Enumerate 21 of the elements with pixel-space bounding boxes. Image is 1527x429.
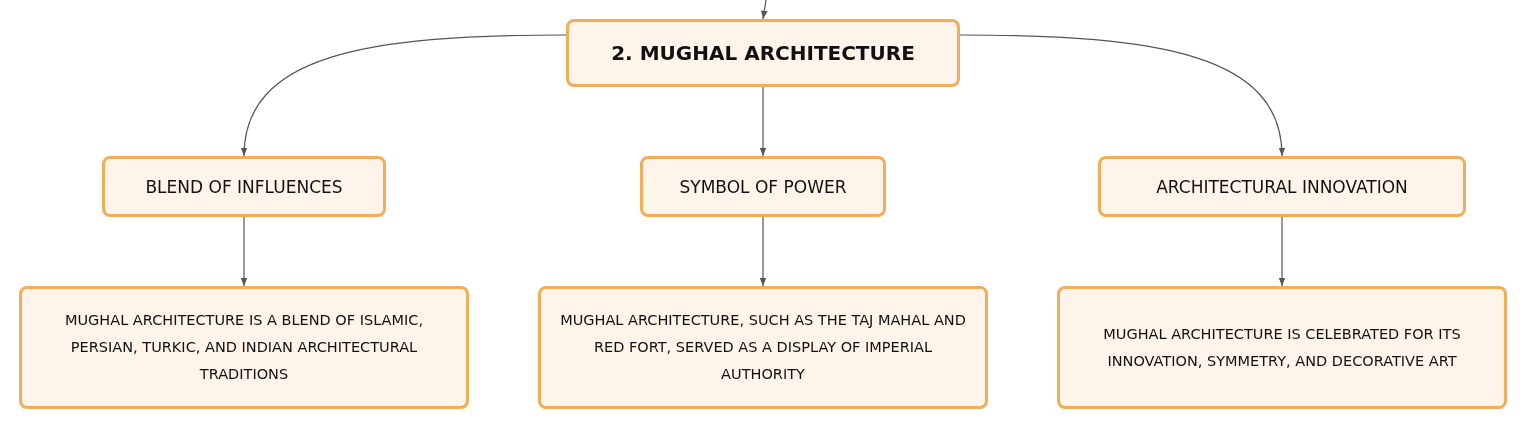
topic-text: 2. MUGHAL ARCHITECTURE [611,41,915,65]
topic-box [102,156,386,217]
arrow [241,34,567,157]
arrow [761,0,768,20]
arrow [759,216,767,287]
topic-box [538,286,988,409]
arrow [959,34,1285,157]
topic-text: MUGHAL ARCHITECTURE IS A BLEND OF ISLAMIC, PERSIAN, TURKIC, AND INDIAN ARCHITECTURAL TRADITIONS [64,311,424,384]
arrow [1278,216,1286,287]
topic-text: MUGHAL ARCHITECTURE, SUCH AS THE TAJ MAHAL AND RED FORT, SERVED AS A DISPLAY OF IMPERIAL AUTHORITY [559,311,967,384]
topic-text: BLEND OF INFLUENCES [145,176,343,197]
topic-text: ARCHITECTURAL INNOVATION [1156,176,1408,197]
topic-box [19,286,469,409]
topic-box [1098,156,1466,217]
topic-box [640,156,886,217]
arrow [759,86,767,157]
arrow [240,216,248,287]
topic-box [1057,286,1507,409]
topic-text: SYMBOL OF POWER [679,176,847,197]
topic-box [566,19,960,87]
topic-text: MUGHAL ARCHITECTURE IS CELEBRATED FOR ITS INNOVATION, SYMMETRY, AND DECORATIVE ART [1102,324,1462,371]
